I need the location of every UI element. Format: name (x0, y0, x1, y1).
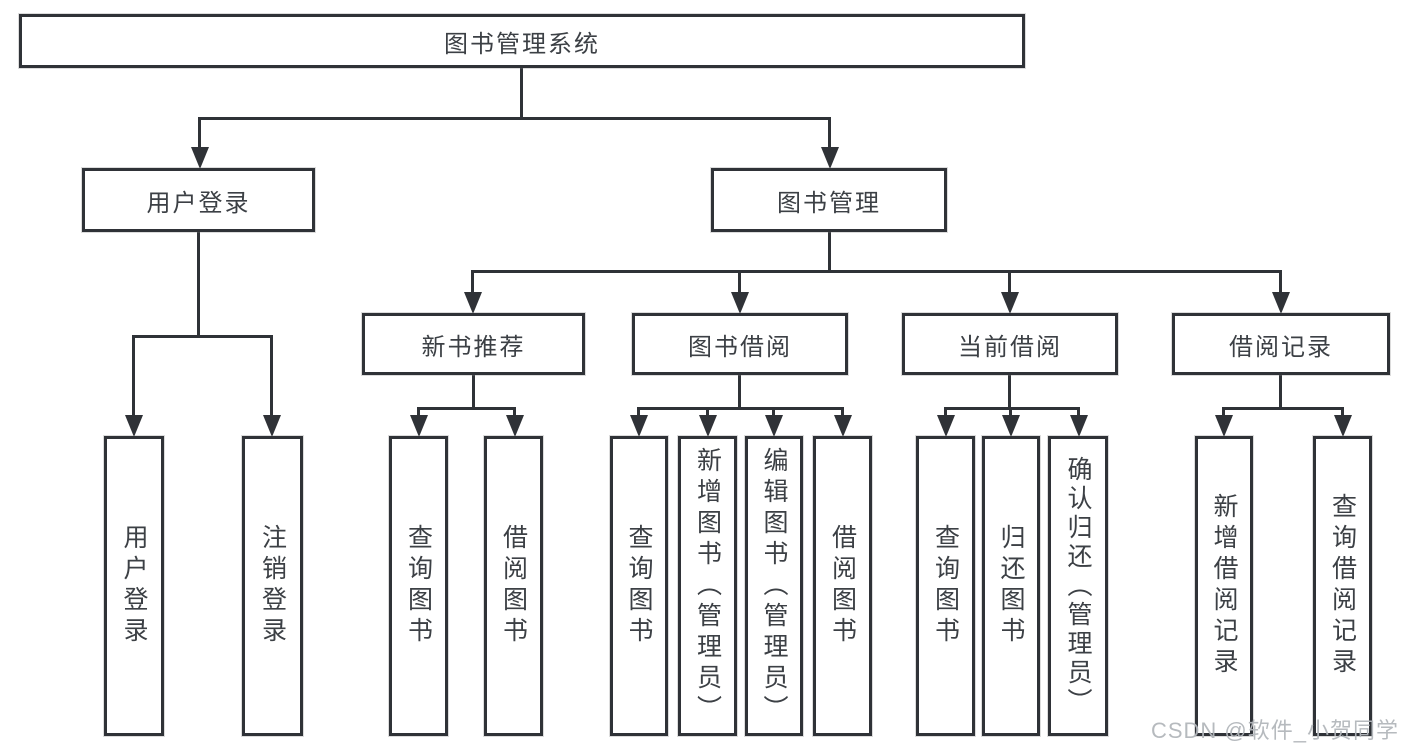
connector-root-drop-left (198, 117, 201, 150)
connector-mgmt-drop-3 (1008, 270, 1011, 296)
arrowhead-currentborrow-1 (937, 415, 955, 437)
arrowhead-newbooks-1 (410, 415, 428, 437)
node-book-mgmt-label: 图书管理 (777, 189, 881, 217)
connector-root-bar (198, 117, 831, 120)
arrowhead-to-login (125, 415, 143, 437)
node-current-borrow-label: 当前借阅 (958, 333, 1062, 361)
leaf-currentborrow-confirm: 确认归还（管理员） (1048, 436, 1108, 736)
node-book-borrow-label: 图书借阅 (688, 333, 792, 361)
connector-bookborrow-drop-2 (706, 407, 709, 421)
connector-mgmt-drop-2 (738, 270, 741, 296)
node-library-system: 图书管理系统 (19, 14, 1025, 68)
leaf-currentborrow-confirm-label: 确认归还（管理员） (1064, 455, 1092, 717)
node-new-books: 新书推荐 (362, 313, 585, 375)
leaf-logout-label: 注销登录 (258, 524, 287, 648)
leaf-records-add-label: 新增借阅记录 (1210, 493, 1238, 679)
leaf-bookborrow-edit: 编辑图书（管理员） (745, 436, 803, 736)
connector-user-drop-2 (270, 335, 273, 419)
leaf-records-search: 查询借阅记录 (1313, 436, 1372, 736)
arrowhead-bookborrow-2 (699, 415, 717, 437)
connector-currentborrow-drop-2 (1009, 407, 1012, 421)
connector-newbooks-drop-2 (513, 407, 516, 421)
leaf-user-login: 用户登录 (104, 436, 164, 736)
leaf-records-add: 新增借阅记录 (1195, 436, 1253, 736)
connector-bookborrow-drop-1 (637, 407, 640, 421)
leaf-bookborrow-add-label: 新增图书（管理员） (693, 446, 722, 726)
arrowhead-bookborrow-4 (834, 415, 852, 437)
leaf-currentborrow-search: 查询图书 (916, 436, 975, 736)
connector-newbooks-stem (472, 375, 475, 409)
connector-records-stem (1279, 375, 1282, 409)
connector-currentborrow-stem (1008, 375, 1011, 409)
connector-newbooks-bar (417, 407, 516, 410)
arrowhead-to-new-books (464, 292, 482, 314)
node-user-login: 用户登录 (82, 168, 315, 232)
node-current-borrow: 当前借阅 (902, 313, 1118, 375)
node-user-login-label: 用户登录 (146, 189, 251, 217)
connector-bookborrow-drop-3 (772, 407, 775, 421)
arrowhead-bookborrow-3 (765, 415, 783, 437)
arrowhead-records-2 (1334, 415, 1352, 437)
connector-bookborrow-stem (738, 375, 741, 409)
connector-bookborrow-bar (637, 407, 844, 410)
leaf-newbooks-search: 查询图书 (389, 436, 448, 736)
node-library-system-label: 图书管理系统 (444, 30, 600, 58)
arrowhead-to-borrow-records (1272, 292, 1290, 314)
connector-records-drop-1 (1222, 407, 1225, 421)
connector-user-bar (132, 335, 273, 338)
arrowhead-to-current-borrow (1001, 292, 1019, 314)
connector-root-stem (520, 68, 523, 119)
leaf-logout: 注销登录 (242, 436, 303, 736)
node-book-mgmt: 图书管理 (711, 168, 947, 232)
connector-user-drop-1 (132, 335, 135, 419)
leaf-bookborrow-borrow-label: 借阅图书 (828, 524, 857, 648)
connector-records-drop-2 (1341, 407, 1344, 421)
connector-user-stem (197, 232, 200, 337)
leaf-user-login-label: 用户登录 (120, 524, 148, 648)
leaf-newbooks-borrow: 借阅图书 (484, 436, 543, 736)
node-borrow-records: 借阅记录 (1172, 313, 1390, 375)
node-new-books-label: 新书推荐 (421, 333, 526, 361)
leaf-currentborrow-return-label: 归还图书 (997, 524, 1025, 648)
leaf-newbooks-borrow-label: 借阅图书 (499, 524, 528, 648)
connector-currentborrow-drop-1 (944, 407, 947, 421)
connector-currentborrow-bar (944, 407, 1080, 410)
arrowhead-to-logout (263, 415, 281, 437)
connector-currentborrow-drop-3 (1077, 407, 1080, 421)
arrowhead-records-1 (1215, 415, 1233, 437)
connector-mgmt-stem (828, 232, 831, 272)
leaf-bookborrow-search-label: 查询图书 (625, 524, 653, 648)
leaf-bookborrow-edit-label: 编辑图书（管理员） (760, 446, 788, 726)
arrowhead-newbooks-2 (506, 415, 524, 437)
arrowhead-to-book-borrow (731, 292, 749, 314)
connector-mgmt-drop-4 (1279, 270, 1282, 296)
arrowhead-to-book-mgmt (821, 147, 839, 169)
arrowhead-currentborrow-2 (1002, 415, 1020, 437)
connector-mgmt-bar (471, 270, 1282, 273)
connector-mgmt-drop-1 (471, 270, 474, 296)
arrowhead-bookborrow-1 (630, 415, 648, 437)
arrowhead-currentborrow-3 (1070, 415, 1088, 437)
node-borrow-records-label: 借阅记录 (1229, 333, 1333, 361)
leaf-currentborrow-search-label: 查询图书 (931, 524, 960, 648)
connector-records-bar (1222, 407, 1343, 410)
csdn-watermark: CSDN @软件_小贺同学 (1150, 718, 1399, 743)
node-book-borrow: 图书借阅 (632, 313, 848, 375)
leaf-bookborrow-search: 查询图书 (610, 436, 668, 736)
leaf-records-search-label: 查询借阅记录 (1328, 493, 1357, 679)
connector-bookborrow-drop-4 (841, 407, 844, 421)
leaf-currentborrow-return: 归还图书 (982, 436, 1040, 736)
connector-root-drop-right (828, 117, 831, 150)
connector-newbooks-drop-1 (417, 407, 420, 421)
leaf-bookborrow-add: 新增图书（管理员） (678, 436, 737, 736)
leaf-bookborrow-borrow: 借阅图书 (813, 436, 872, 736)
arrowhead-to-user-login (191, 147, 209, 169)
leaf-newbooks-search-label: 查询图书 (404, 524, 433, 648)
